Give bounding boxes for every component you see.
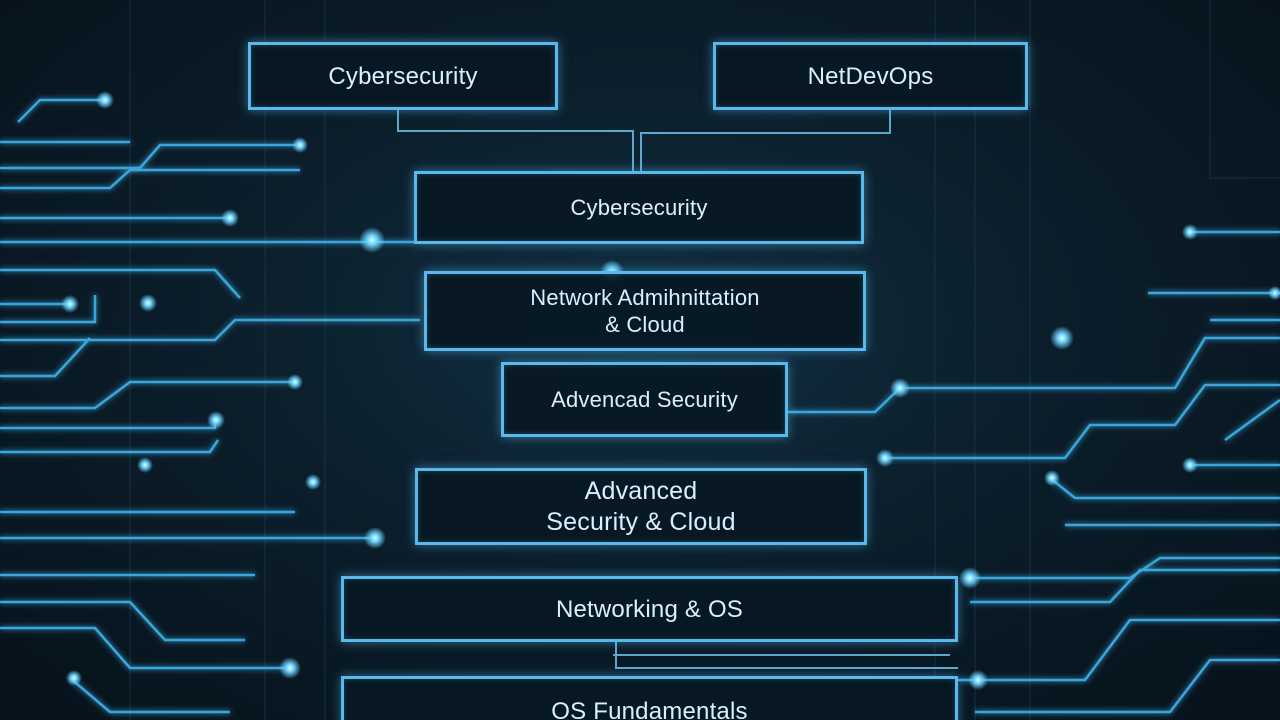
background-grid-lines <box>129 0 1280 720</box>
node-netdevops: NetDevOps <box>713 42 1028 110</box>
right-circuit-traces <box>788 230 1280 714</box>
node-advanced-security-cloud: Advanced Security & Cloud <box>415 468 867 545</box>
node-cybersecurity-middle: Cybersecurity <box>414 171 864 244</box>
node-cybersecurity-top: Cybersecurity <box>248 42 558 110</box>
diagram-connectors <box>397 110 958 669</box>
node-advanced-security: Advencad Security <box>501 362 788 437</box>
node-os-fundamentals: OS Fundamentals <box>341 676 958 720</box>
node-networking-os: Networking & OS <box>341 576 958 642</box>
node-network-administration-cloud: Network Admihnittation & Cloud <box>424 271 866 351</box>
